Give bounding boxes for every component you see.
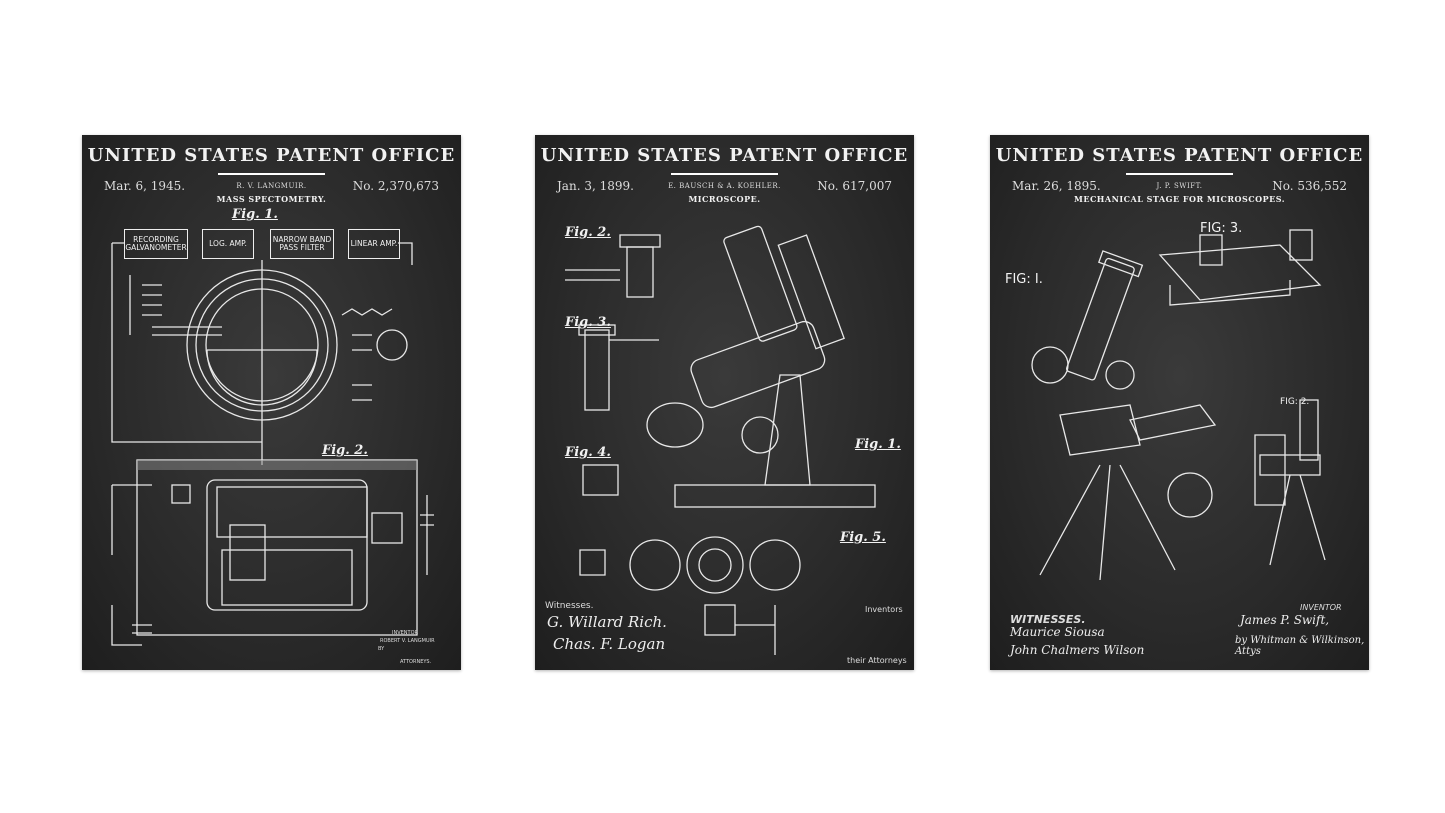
witnesses-label: Witnesses. [545,601,594,611]
patent-number: No. 617,007 [817,179,892,193]
title-rule [1126,173,1233,175]
inventor-label: INVENTOR [1300,603,1342,612]
patent-subject: MECHANICAL STAGE FOR MICROSCOPES. [1073,194,1285,204]
patent-number: No. 2,370,673 [352,179,439,193]
figure-label: Fig. 3. [565,315,611,330]
figure-label: FIG: 2. [1280,397,1310,407]
inventor-name: ROBERT V. LANGMUIR [380,638,435,644]
witnesses-label: WITNESSES. [1010,613,1086,626]
block-log-amp: LOG. AMP. [202,229,254,259]
figure-label: Fig. 2. [322,443,368,458]
inventor-label: INVENTOR [392,630,418,636]
figure-label: FIG: 3. [1200,221,1243,236]
patent-number: No. 536,552 [1272,179,1347,193]
title-rule [218,173,325,175]
poster-office-title: UNITED STATES PATENT OFFICE [87,145,456,166]
witness-signature: John Chalmers Wilson [1010,643,1145,657]
patent-poster-mass-spectrometry: UNITED STATES PATENT OFFICE Mar. 6, 1945… [82,135,461,670]
patent-date: Mar. 26, 1895. [1012,179,1101,193]
attorneys-signature: by Whitman & Wilkinson, Attys [1235,635,1365,657]
figure-label: Fig. 2. [565,225,611,240]
figure-label: Fig. 5. [840,530,886,545]
inventor-signature: James P. Swift, [1240,613,1330,627]
block-band-pass-filter: NARROW BAND PASS FILTER [270,229,334,259]
witness-signature: Chas. F. Logan [553,635,666,653]
patent-subject: MICROSCOPE. [688,194,761,204]
patent-inventor: E. BAUSCH & A. KOEHLER. [668,182,781,190]
patent-poster-mechanical-stage: UNITED STATES PATENT OFFICE Mar. 26, 189… [990,135,1369,670]
witness-signature: G. Willard Rich. [547,613,667,631]
mass-spectrometer-diagram [111,242,434,646]
figure-label: Fig. 4. [565,445,611,460]
patent-inventor: R. V. LANGMUIR. [236,182,307,190]
poster-office-title: UNITED STATES PATENT OFFICE [995,145,1364,166]
attorneys-label: ATTORNEYS. [400,659,432,665]
patent-poster-microscope: UNITED STATES PATENT OFFICE Jan. 3, 1899… [535,135,914,670]
block-linear-amp: LINEAR AMP. [348,229,400,259]
patent-subject: MASS SPECTOMETRY. [216,194,327,204]
attorneys-label: their Attorneys [847,656,907,665]
poster-office-title: UNITED STATES PATENT OFFICE [540,145,909,166]
title-rule [671,173,778,175]
patent-date: Jan. 3, 1899. [557,179,634,193]
microscope-diagram [565,225,876,655]
figure-label: FIG: I. [1005,272,1043,287]
inventors-label: Inventors [865,605,903,614]
figure-label: Fig. 1. [855,437,901,452]
patent-inventor: J. P. SWIFT. [1156,182,1203,190]
mechanical-stage-diagram [1031,229,1326,581]
figure-label: Fig. 1. [232,207,278,222]
block-recording-galvanometer: RECORDING GALVANOMETER [124,229,188,259]
patent-date: Mar. 6, 1945. [104,179,186,193]
witness-signature: Maurice Siousa [1010,625,1105,639]
by-label: BY [378,646,385,652]
